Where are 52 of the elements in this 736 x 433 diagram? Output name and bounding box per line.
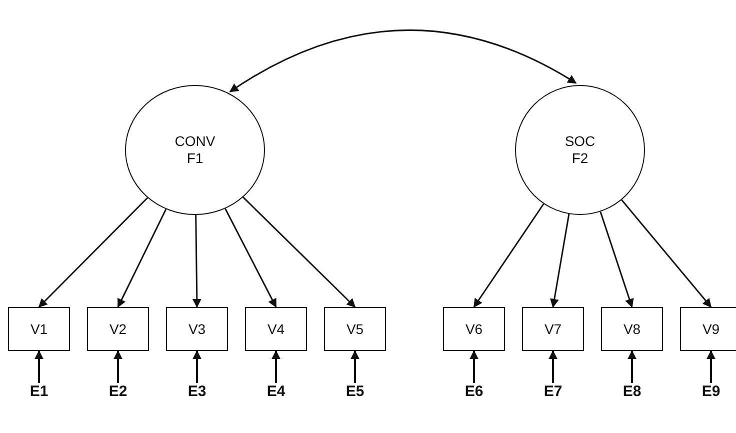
variable-label: V1 [30, 320, 48, 338]
arrow [600, 211, 634, 308]
variable-label: V2 [109, 320, 127, 338]
variable-label: V8 [623, 320, 641, 338]
observed-variable-box [8, 307, 70, 351]
error-term-label: E9 [696, 381, 726, 401]
error-term-label: E1 [24, 381, 54, 401]
arrow [272, 350, 280, 383]
error-term-label: E8 [617, 381, 647, 401]
arrow [470, 350, 478, 383]
arrow [548, 350, 558, 383]
error-term-label: E6 [459, 381, 489, 401]
arrow [706, 350, 716, 383]
variable-label: V9 [702, 320, 720, 338]
arrow [114, 350, 122, 383]
arrow [192, 350, 202, 383]
arrow [350, 350, 360, 383]
observed-variable-box [601, 307, 663, 351]
observed-variable-box [680, 307, 736, 351]
variable-label: V5 [346, 320, 364, 338]
variable-label: SOC [564, 133, 596, 150]
observed-variable-box [522, 307, 584, 351]
arrow [473, 203, 544, 308]
arrow [242, 196, 356, 308]
error-term-label: E3 [182, 381, 212, 401]
variable-label: CONV [174, 133, 216, 150]
observed-variable-box [324, 307, 386, 351]
observed-variable-box [87, 307, 149, 351]
error-term-label: E7 [538, 381, 568, 401]
observed-variable-box [443, 307, 505, 351]
variable-label: V7 [544, 320, 562, 338]
arrow [628, 350, 636, 383]
double-headed-arrow [229, 30, 577, 92]
arrow [34, 350, 44, 383]
variable-label: F2 [572, 150, 588, 167]
variable-label: V6 [465, 320, 483, 338]
latent-factor-ellipse [125, 85, 265, 215]
arrow [550, 214, 570, 308]
error-term-label: E4 [261, 381, 291, 401]
arrow [192, 214, 202, 308]
arrow [38, 197, 148, 308]
arrow [224, 208, 277, 308]
arrow [621, 199, 712, 308]
latent-factor-ellipse [515, 85, 645, 215]
observed-variable-box [245, 307, 307, 351]
arrow [117, 208, 167, 308]
variable-label: F1 [186, 150, 204, 167]
error-term-label: E2 [103, 381, 133, 401]
variable-label: V4 [267, 320, 285, 338]
error-term-label: E5 [340, 381, 370, 401]
variable-label: V3 [188, 320, 206, 338]
observed-variable-box [166, 307, 228, 351]
